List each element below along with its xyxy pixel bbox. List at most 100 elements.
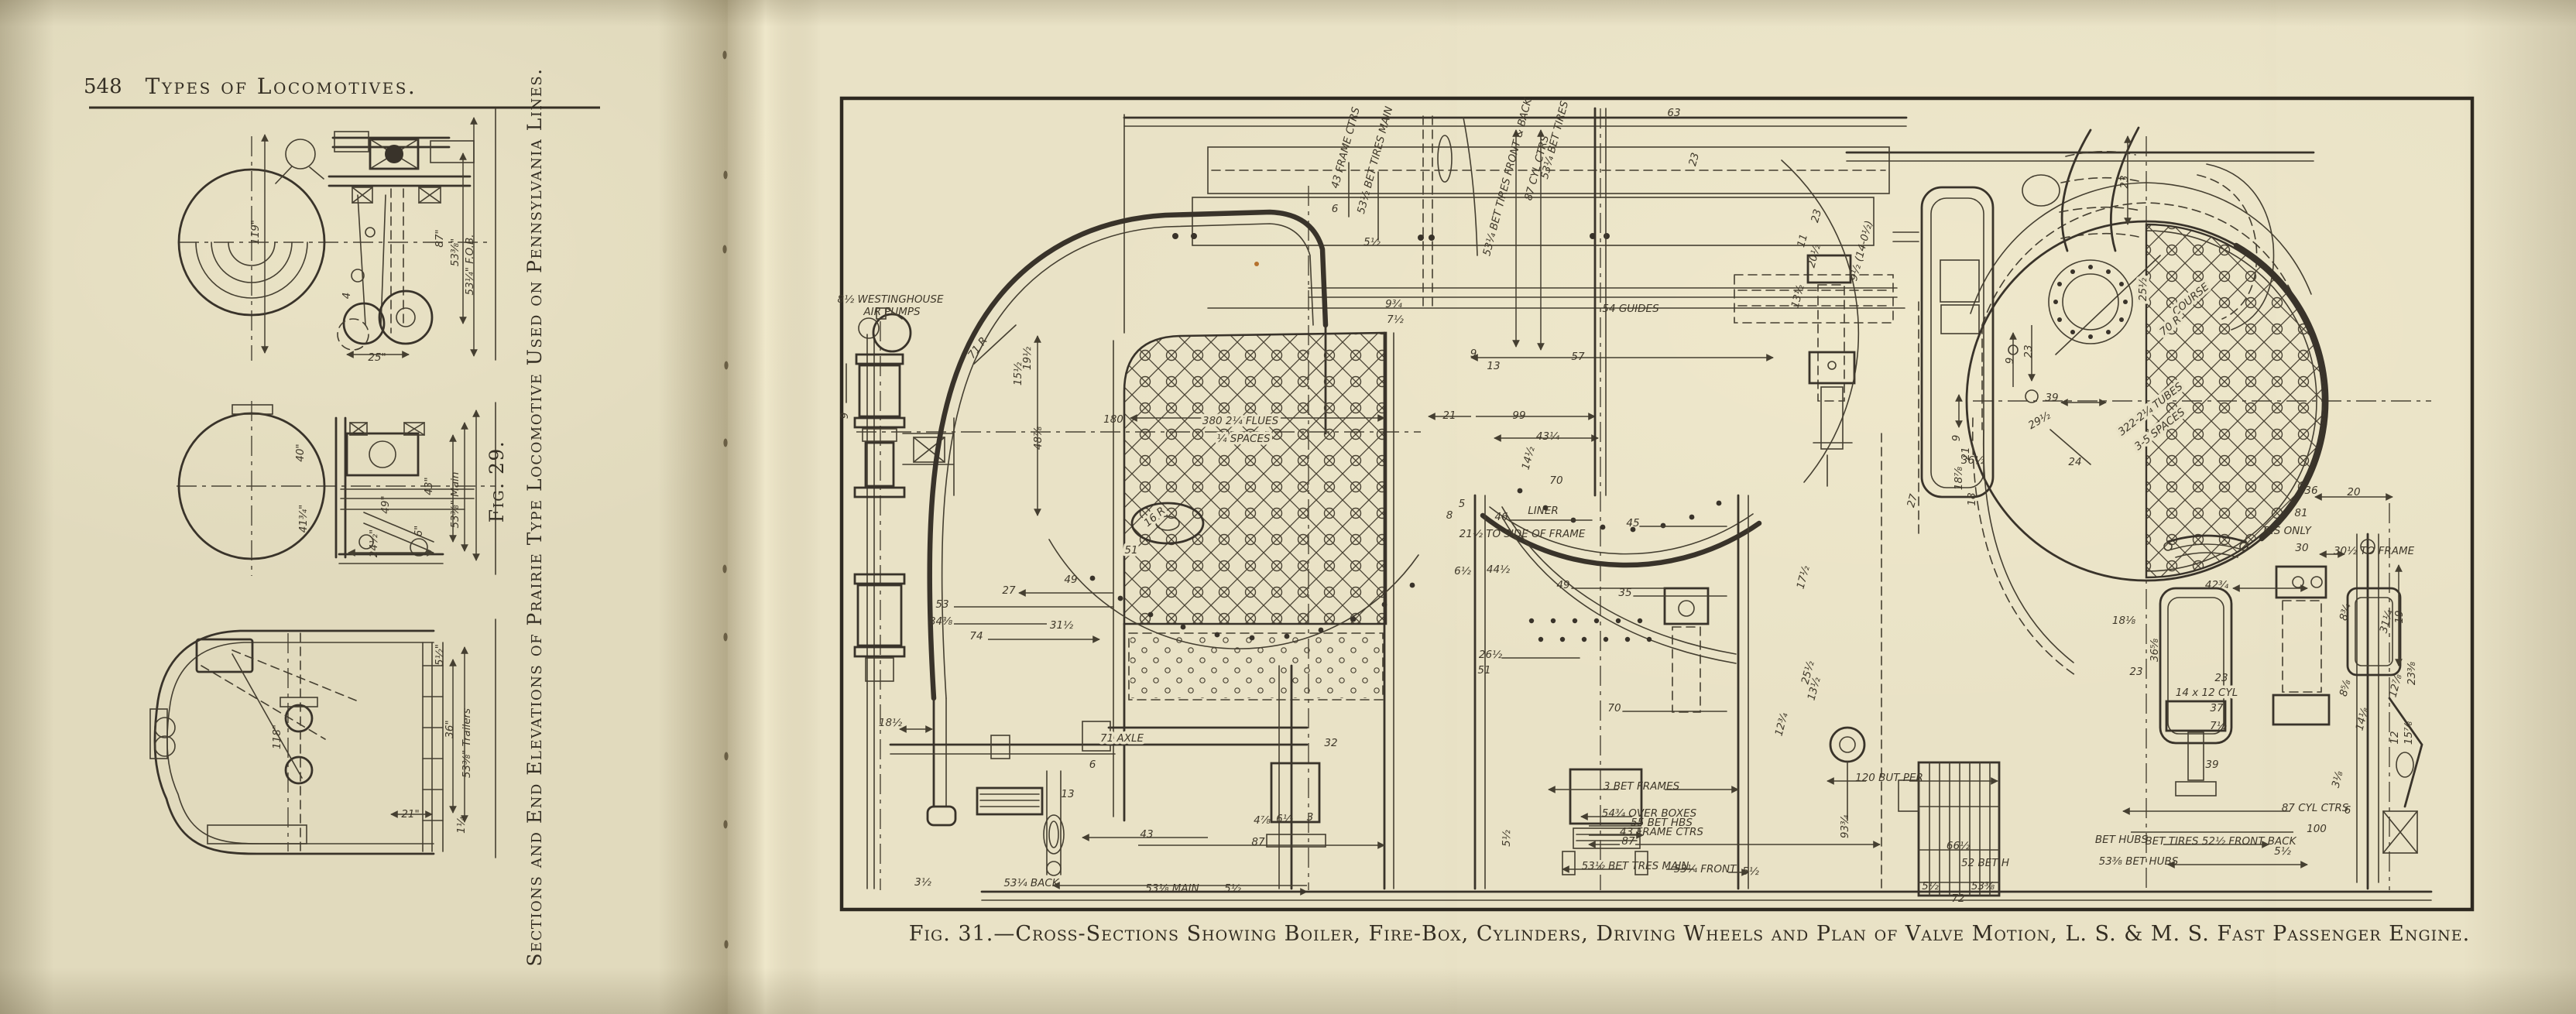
dimension-label: 23 bbox=[2118, 175, 2131, 188]
dimension-label: 8½ WESTINGHOUSE bbox=[838, 293, 944, 306]
dimension-label: 20 bbox=[2347, 486, 2360, 498]
dimension-label: 30½ TO FRAME bbox=[2334, 545, 2415, 557]
dimension-label: 70 bbox=[1607, 702, 1621, 714]
dimension-label: 15½ bbox=[1012, 362, 1024, 385]
dimension-label: 6 bbox=[1089, 759, 1096, 771]
figure29-boiler-section-a bbox=[177, 108, 496, 361]
figure29-boiler-section-b bbox=[177, 401, 496, 576]
dimension-label: 54 GUIDES bbox=[1602, 303, 1659, 315]
driver-hub bbox=[1130, 502, 1205, 545]
dimension-label: 14 x 12 CYL bbox=[2176, 687, 2238, 699]
dimension-label: 5 bbox=[1459, 498, 1466, 510]
dimension-label: 4⅞ bbox=[1254, 814, 1271, 827]
figure29-labels: 119"87"53⅜"53¼" F.O.B.25"440"41¾"49"43"5… bbox=[249, 220, 476, 834]
dimension-label: 71 AXLE bbox=[1100, 732, 1144, 745]
dimension-label: 53⅜ BET HUBS bbox=[2099, 855, 2179, 868]
dimension-label: 23 bbox=[1809, 208, 1824, 224]
dimension-label: 5½ bbox=[1363, 236, 1381, 248]
dimension-label: 24½" bbox=[368, 529, 380, 557]
dimension-label: 21 bbox=[1960, 447, 1972, 460]
dimension-label: 15⅞ bbox=[2403, 721, 2415, 745]
dimension-label: 53⅜" bbox=[449, 238, 461, 266]
dimension-label: 44½ bbox=[1487, 564, 1510, 576]
dimension-label: 12 bbox=[2389, 731, 2401, 744]
dimension-label: 12¾ bbox=[1772, 711, 1790, 737]
dimension-label: 46 bbox=[1494, 511, 1508, 523]
dimension-label: 9¾ bbox=[1385, 298, 1402, 310]
dimension-label: 48⅞ bbox=[1032, 426, 1044, 450]
dimension-label: BET TIRES 52½ FRONT BACK bbox=[2145, 835, 2296, 848]
dimension-label: 6½ bbox=[1454, 565, 1471, 577]
dimension-label: 54¾ OVER BOXES bbox=[1602, 807, 1697, 820]
dimension-label: 25½ bbox=[1799, 659, 1816, 685]
dimension-label: 5½ bbox=[1224, 882, 1241, 895]
dimension-label: 36⅝ bbox=[2149, 639, 2161, 662]
dimension-label: 84⅜ bbox=[929, 615, 952, 628]
dimension-label: 43 bbox=[1140, 828, 1153, 841]
valve-gear-elevation bbox=[2123, 493, 2423, 890]
figure29-cab-elevation bbox=[149, 618, 496, 858]
dimension-label: 45 bbox=[1626, 517, 1639, 529]
dimension-label: 100 bbox=[2307, 823, 2327, 835]
figure29-number: Fig. 29. bbox=[485, 440, 508, 523]
dimension-label: 51 bbox=[1477, 664, 1490, 677]
dimension-label: 13½ bbox=[1805, 676, 1823, 701]
dimension-label: 13½ bbox=[1789, 283, 1806, 309]
dimension-label: 13 bbox=[1061, 788, 1074, 800]
page-number: 548 bbox=[84, 75, 122, 98]
dimension-label: 6 bbox=[2344, 804, 2351, 817]
dimension-label: 119" bbox=[249, 220, 262, 245]
dimension-label: 18½ bbox=[879, 717, 902, 729]
running-header: Types of Locomotives. bbox=[146, 74, 417, 99]
sectioned-tank bbox=[1917, 761, 2001, 897]
dimension-label: 5½ bbox=[2274, 845, 2291, 858]
dimension-label: 3 BET FRAMES bbox=[1604, 780, 1680, 793]
westinghouse-air-pump bbox=[853, 307, 955, 890]
dimension-label: 5½ bbox=[1742, 865, 1759, 878]
dimension-label: 27 bbox=[1905, 492, 1920, 509]
dimension-label: 3⅛ bbox=[2330, 769, 2346, 789]
dimension-label: 87 CYL CTRS bbox=[2282, 802, 2349, 814]
dimension-label: 70 bbox=[1549, 474, 1562, 487]
fire-door-ring bbox=[2048, 259, 2133, 344]
tube-sheet-hatch bbox=[2145, 223, 2324, 579]
dimension-label: 36 bbox=[2304, 485, 2317, 497]
dimension-label: 43¼ bbox=[1536, 430, 1559, 443]
dimension-label: 37 bbox=[2210, 702, 2224, 714]
dimension-label: R.S ONLY bbox=[2263, 525, 2312, 537]
dimension-label: 21 bbox=[1442, 409, 1456, 422]
dimension-label: 9 bbox=[2004, 358, 2016, 365]
dimension-label: 25½ bbox=[2137, 278, 2149, 301]
dimension-label: 23 bbox=[2129, 666, 2142, 678]
staybolt-rows bbox=[1130, 635, 1381, 698]
dimension-label: 39 bbox=[2045, 392, 2058, 404]
dimension-label: 63 bbox=[1667, 107, 1680, 119]
dimension-label: 21½ TO SIDE OF FRAME bbox=[1460, 528, 1586, 540]
paper-fleck bbox=[1254, 262, 1259, 266]
dimension-label: 18⅛ bbox=[2112, 615, 2135, 627]
dimension-label: 52 BET H bbox=[1961, 857, 2009, 869]
dimension-label: 18 bbox=[1966, 492, 1978, 505]
dimension-label: 81 bbox=[2294, 507, 2307, 519]
dimension-label: 11 bbox=[1795, 233, 1810, 249]
dimension-label: 99 bbox=[1512, 409, 1525, 422]
dimension-label: 5½ bbox=[1501, 830, 1513, 847]
dimension-label: 93¾ bbox=[1839, 815, 1851, 838]
dimension-label: 380 2¼ FLUES bbox=[1202, 415, 1279, 427]
dimension-label: 42¾ bbox=[2205, 579, 2228, 591]
dimension-label: 19½ bbox=[1021, 347, 1034, 370]
dimension-label: 6½ bbox=[1276, 813, 1293, 825]
dimension-label: 17½ bbox=[1794, 564, 1812, 590]
dimension-label: 57 bbox=[1571, 351, 1585, 363]
left-page-content: 548 Types of Locomotives. bbox=[84, 67, 600, 967]
dimension-label: 87" bbox=[434, 229, 446, 247]
dimension-label: 3½ bbox=[914, 876, 931, 889]
page-crease bbox=[1434, 0, 1457, 1014]
figure29-caption: Sections and End Elevations of Prairie T… bbox=[523, 67, 546, 966]
firebox-wrapper-sheet bbox=[927, 209, 1329, 701]
figure31-caption: Fig. 31.—Cross-Sections Showing Boiler, … bbox=[909, 922, 2470, 946]
dimension-label: 9 bbox=[1950, 435, 1963, 442]
dimension-label: 14½ bbox=[1519, 445, 1537, 471]
